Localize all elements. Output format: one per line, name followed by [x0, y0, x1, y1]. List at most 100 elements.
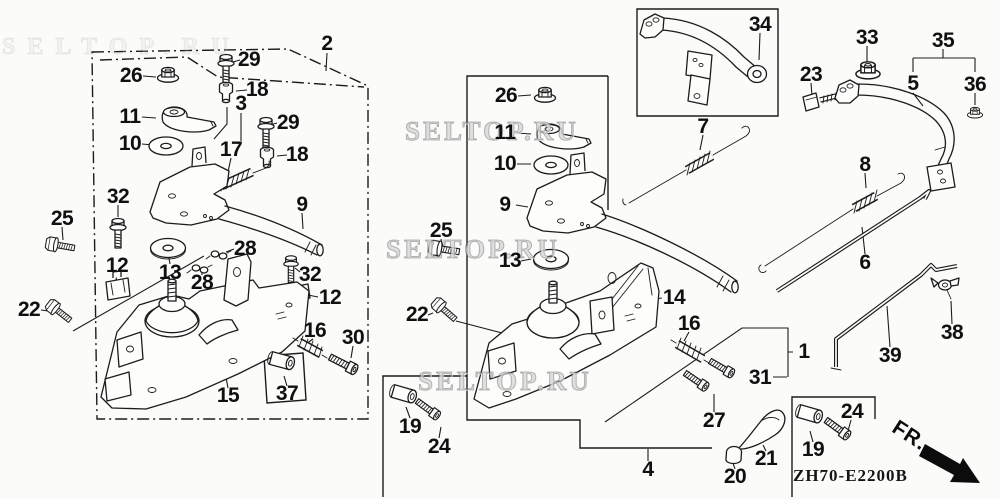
callout-24: 24 — [427, 435, 451, 458]
callout-1: 1 — [798, 340, 810, 363]
callout-22: 22 — [405, 303, 429, 326]
callout-21: 21 — [754, 447, 778, 470]
callout-17: 17 — [219, 138, 243, 161]
collar-19-right — [793, 403, 825, 425]
callout-36: 36 — [963, 73, 987, 96]
callout-39: 39 — [878, 344, 902, 367]
lever-cap-20 — [725, 445, 743, 465]
cable-joint-18-left-lower — [259, 146, 275, 169]
callout-26: 26 — [119, 64, 143, 87]
callout-25: 25 — [50, 207, 74, 230]
bracket-34-box — [636, 8, 779, 117]
pivot-bracket-9-right — [526, 152, 739, 294]
callout-33: 33 — [855, 26, 879, 49]
callout-7: 7 — [697, 115, 709, 138]
callout-26: 26 — [494, 84, 518, 107]
callout-29: 29 — [237, 48, 261, 71]
socket-bolt-31 — [706, 356, 737, 380]
wire-clip-28-upper — [205, 250, 232, 260]
callout-16: 16 — [303, 319, 327, 342]
wire-clip-28-lower — [186, 264, 213, 274]
callout-15: 15 — [216, 384, 240, 407]
callout-13: 13 — [158, 261, 182, 284]
diagram-code: ZH70-E2200B — [793, 466, 908, 485]
choke-lever-21 — [737, 409, 786, 450]
callout-28: 28 — [190, 271, 214, 294]
callout-23: 23 — [799, 63, 823, 86]
rod-clip-38 — [930, 277, 960, 300]
callout-34: 34 — [748, 13, 772, 36]
spring-16-right — [670, 337, 710, 364]
callout-2: 2 — [321, 32, 333, 55]
hex-bolt-22-left — [43, 296, 75, 327]
watermark: SELTOP.RU — [386, 234, 560, 265]
callout-35: 35 — [931, 29, 955, 52]
callout-10: 10 — [118, 132, 142, 155]
fr-arrow — [919, 444, 980, 483]
callout-32: 32 — [106, 185, 130, 208]
callout-20: 20 — [723, 465, 747, 488]
control-rod-6 — [775, 189, 931, 293]
washer-10-left — [148, 136, 184, 156]
mount-base-plate-14 — [473, 262, 660, 409]
callout-37: 37 — [275, 382, 299, 405]
flange-bolt-32-left-upper — [109, 217, 127, 249]
callout-25: 25 — [429, 219, 453, 242]
flange-nut-26-left — [156, 66, 180, 83]
callout-28: 28 — [233, 237, 257, 260]
washer-13-left — [149, 237, 187, 260]
callout-12: 12 — [318, 286, 342, 309]
watermark: SELTOP.RU — [418, 366, 592, 397]
washer-10-right — [533, 155, 569, 175]
mount-base-plate-15 — [100, 253, 310, 410]
pivot-arm-bracket-34 — [639, 13, 768, 106]
callout-6: 6 — [859, 251, 871, 274]
watermark: SELTOP.RU — [405, 116, 579, 147]
callout-29: 29 — [276, 111, 300, 134]
callout-32: 32 — [298, 263, 322, 286]
callout-5: 5 — [907, 72, 919, 95]
collar-bolt-box-right — [791, 396, 876, 497]
collar-19-left — [387, 383, 419, 405]
left-assembly-boundary-box — [91, 48, 369, 420]
callout-3: 3 — [235, 92, 247, 115]
callout-18: 18 — [245, 78, 269, 101]
pivot-arm-bracket-5 — [834, 79, 956, 192]
callout-14: 14 — [662, 286, 686, 309]
spring-16-left — [292, 335, 328, 359]
flange-bolt-29-left-lower — [257, 116, 275, 148]
callout-9: 9 — [296, 193, 308, 216]
callout-19: 19 — [801, 438, 825, 461]
pivot-bracket-9-left — [149, 146, 324, 257]
right-assembly-boundary-box — [466, 75, 712, 449]
callout-19: 19 — [398, 415, 422, 438]
flange-nut-36 — [966, 106, 984, 119]
callout-30: 30 — [341, 326, 365, 349]
callout-11: 11 — [119, 105, 141, 128]
callout-9: 9 — [499, 193, 511, 216]
control-lever-11-right — [536, 123, 592, 150]
callout-31: 31 — [748, 366, 772, 389]
hex-bolt-25-left — [44, 235, 77, 256]
callout-8: 8 — [859, 153, 871, 176]
cable-clamp-12-left — [105, 270, 131, 301]
flange-nut-26-right — [533, 86, 557, 103]
callout-16: 16 — [677, 312, 701, 335]
callout-22: 22 — [17, 298, 41, 321]
callout-38: 38 — [940, 321, 964, 344]
tension-spring-7 — [622, 125, 751, 206]
callout-12: 12 — [105, 254, 129, 277]
callout-4: 4 — [642, 458, 654, 481]
callout-18: 18 — [285, 143, 309, 166]
callout-10: 10 — [493, 152, 517, 175]
hex-bolt-22-right — [428, 295, 461, 326]
callout-27: 27 — [702, 409, 726, 432]
collar-bolt-box-left — [382, 375, 467, 497]
cable-joint-18-left-upper — [218, 81, 234, 104]
tension-spring-8 — [758, 172, 906, 273]
callout-11: 11 — [494, 121, 516, 144]
flange-nut-33 — [855, 61, 881, 80]
control-rod-39 — [830, 263, 958, 371]
